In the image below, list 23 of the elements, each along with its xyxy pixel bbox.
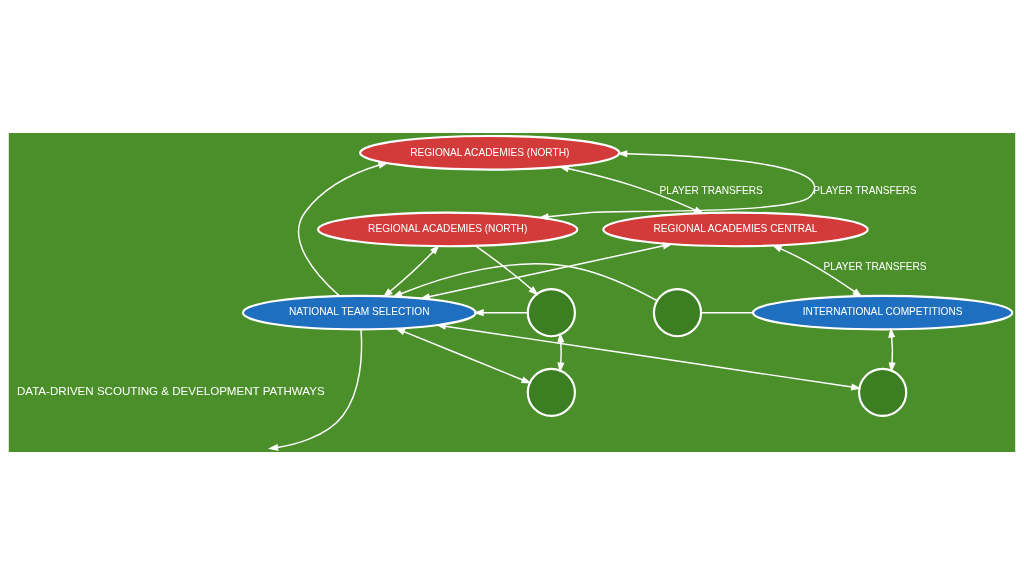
- edge-label: PLAYER TRANSFERS: [659, 184, 763, 196]
- arrow: [392, 263, 658, 302]
- arrow: [538, 150, 816, 221]
- arrow: [557, 332, 565, 373]
- node-circle: [526, 367, 576, 418]
- edge-label: PLAYER TRANSFERS: [823, 261, 927, 273]
- connector: [700, 311, 754, 314]
- node-circle: [652, 288, 703, 338]
- arrow: [382, 244, 440, 298]
- arrow: [267, 328, 363, 452]
- arrow: [888, 327, 896, 373]
- arrow: [435, 322, 862, 391]
- arrow: [297, 161, 389, 297]
- label: DATA-DRIVEN SCOUTING & DEVELOPMENT PATHWAYS: [16, 385, 325, 398]
- arrow: [475, 245, 539, 296]
- arrow: [558, 165, 705, 214]
- node-circle: [858, 367, 908, 418]
- arrow: [473, 309, 529, 317]
- arrow: [394, 327, 532, 384]
- node-ellipse: INTERNATIONAL COMPETITIONS: [751, 294, 1014, 331]
- arrow: [771, 244, 863, 298]
- edge-label: PLAYER TRANSFERS: [813, 184, 917, 196]
- arrow: [419, 242, 673, 301]
